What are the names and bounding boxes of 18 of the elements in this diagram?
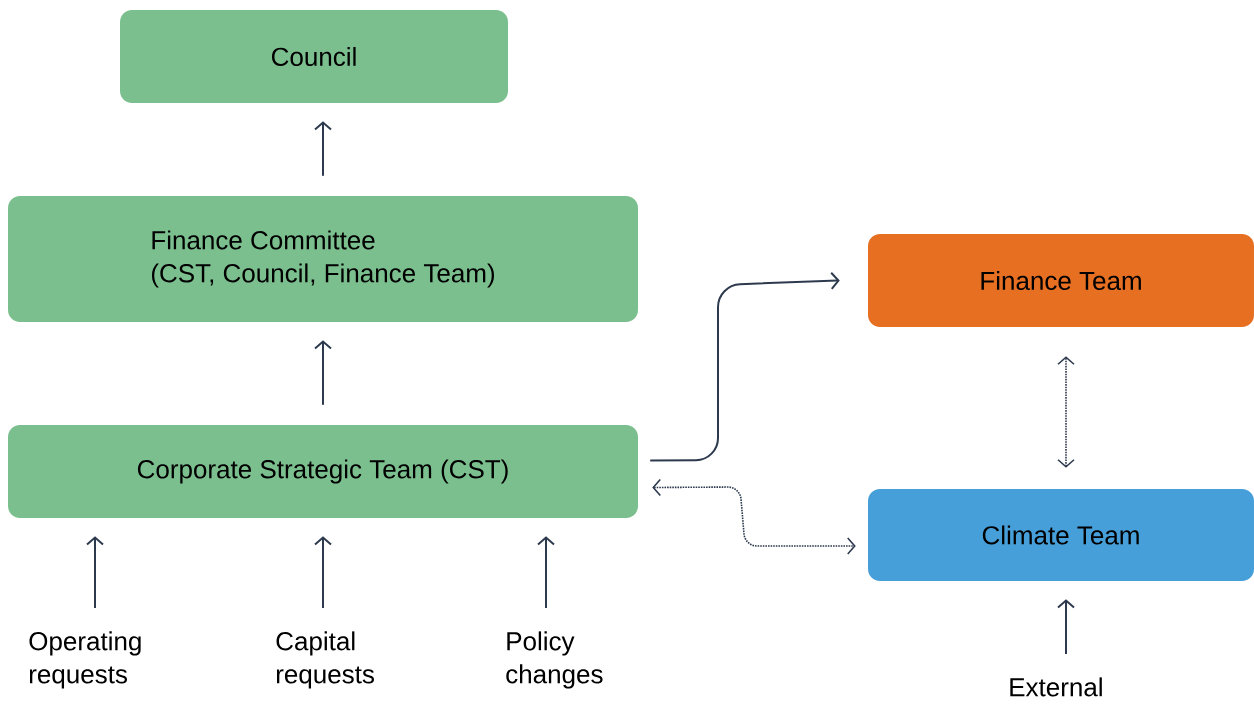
input-label: Policy changes <box>506 631 603 689</box>
arrow <box>314 121 332 177</box>
process-box: Climate Team <box>868 489 1254 581</box>
input-label: Capital requests <box>276 631 374 689</box>
process-box: Corporate Strategic Team (CST) <box>8 425 638 518</box>
arrow <box>86 536 104 609</box>
arrow <box>649 271 840 462</box>
arrow <box>652 478 856 555</box>
process-box: Finance Committee (CST, Council, Finance Team) <box>8 196 638 322</box>
arrow <box>314 536 332 609</box>
arrow <box>537 536 555 609</box>
input-label: External <box>1010 677 1102 697</box>
process-box: Finance Team <box>868 234 1254 327</box>
process-box: Council <box>120 10 508 103</box>
arrow <box>1057 599 1075 655</box>
arrow <box>1057 356 1075 468</box>
input-label: Operating requests <box>29 631 141 689</box>
arrow <box>314 340 332 406</box>
